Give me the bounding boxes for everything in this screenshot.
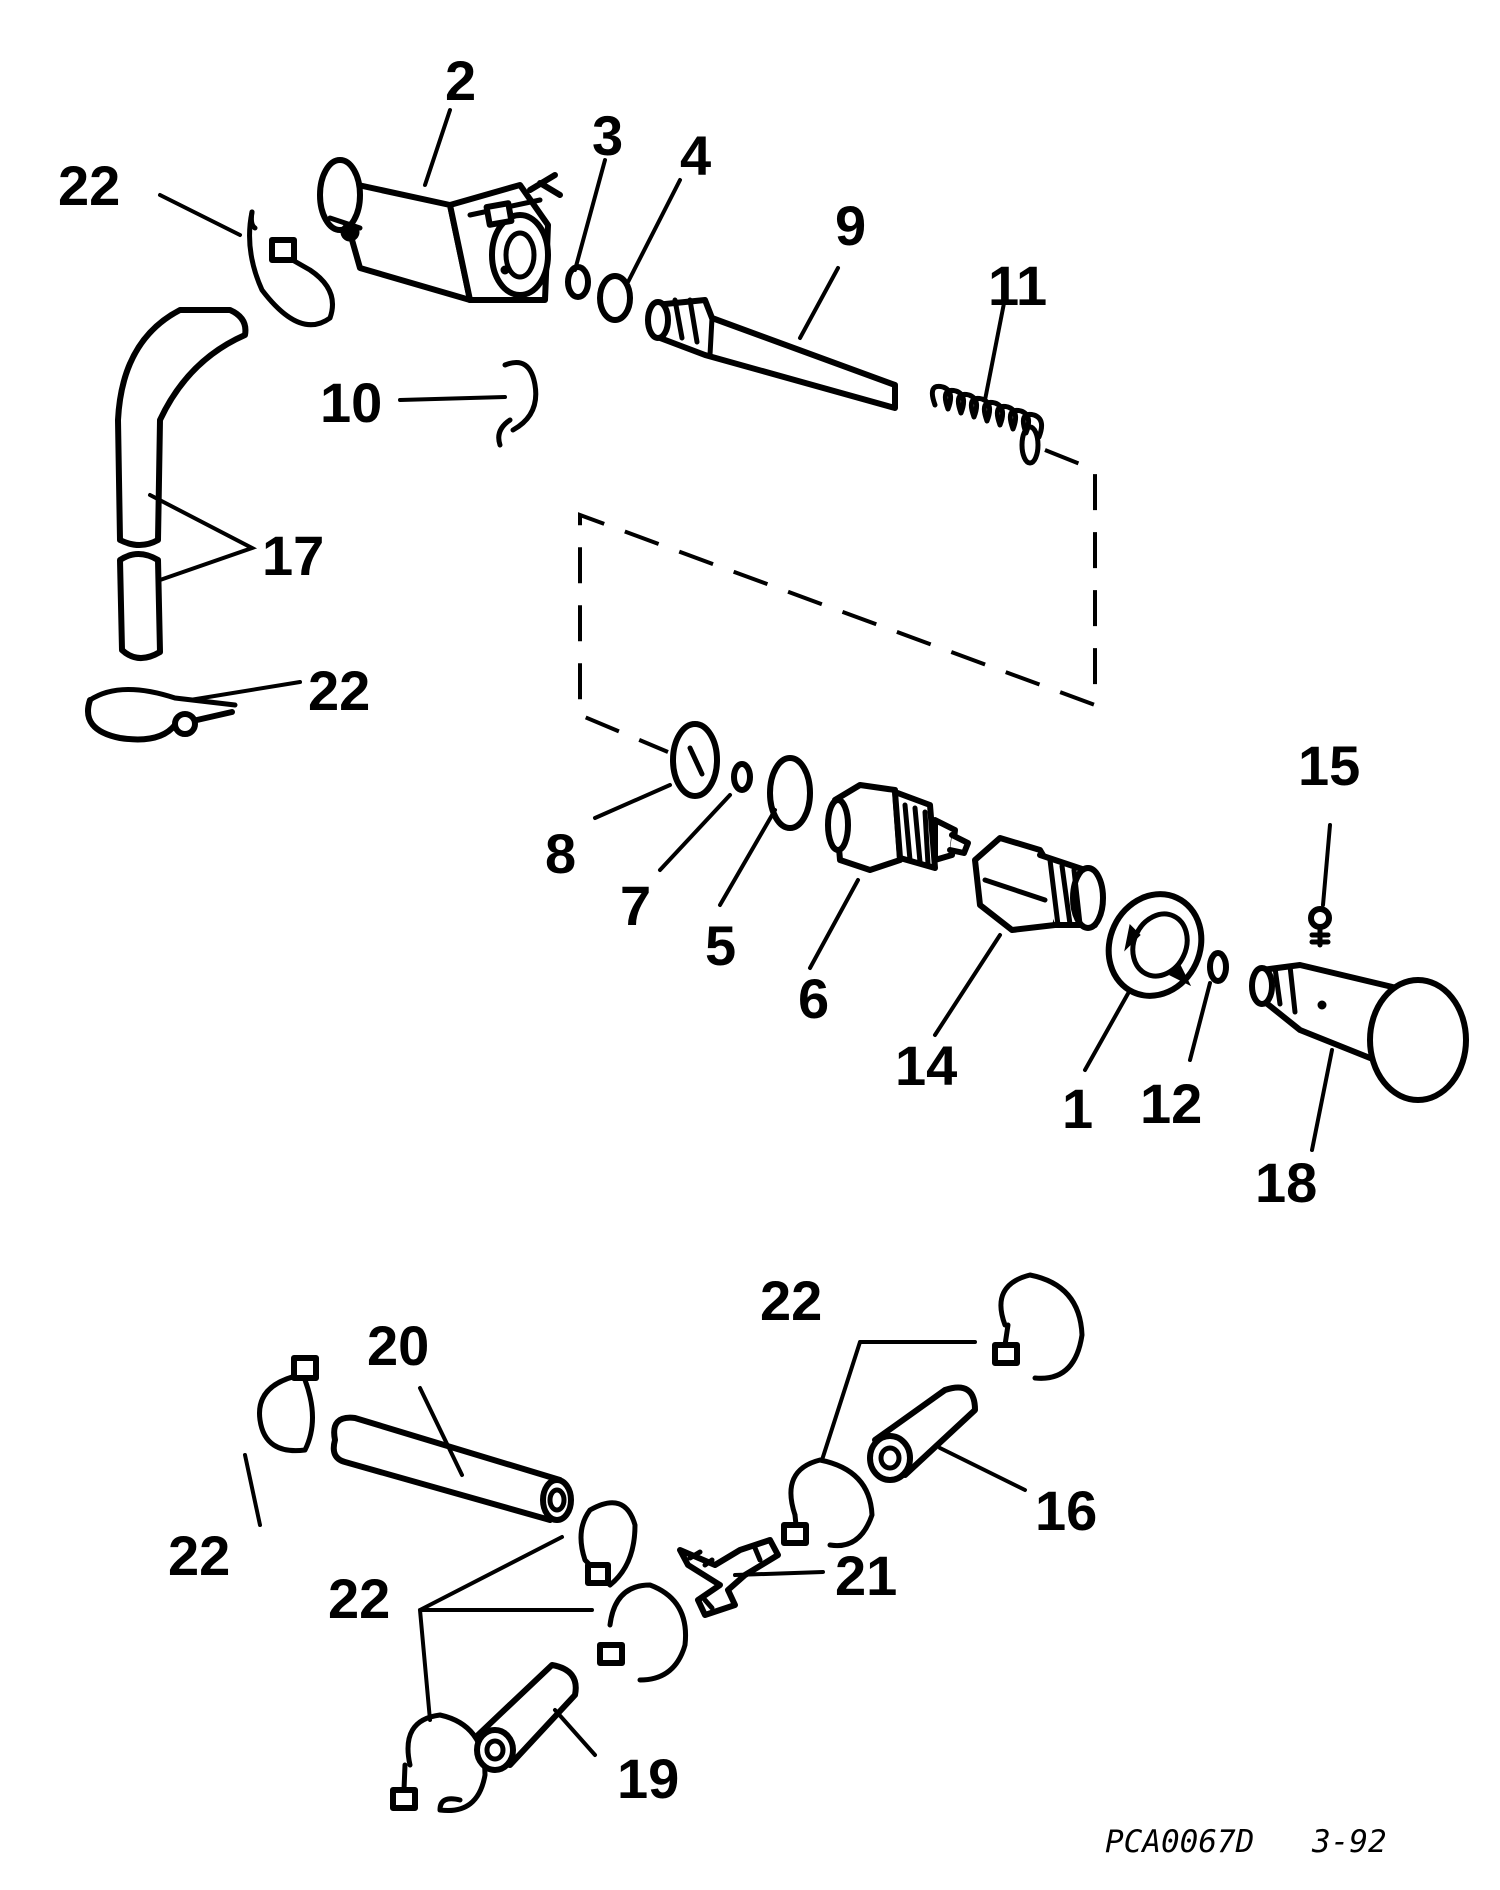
part-22-clamp-bottom xyxy=(390,1712,488,1814)
callout-6: 6 xyxy=(798,967,829,1030)
callout-14: 14 xyxy=(895,1034,957,1097)
part-1-bezel xyxy=(1105,891,1205,999)
callout-18: 18 xyxy=(1255,1151,1317,1214)
callout-12: 12 xyxy=(1140,1072,1202,1135)
part-17-hose xyxy=(115,307,249,661)
callout-11: 11 xyxy=(988,254,1047,317)
page-number: 3-92 xyxy=(1311,1824,1387,1860)
part-12-o-ring xyxy=(1207,950,1229,984)
part-3-o-ring xyxy=(565,264,591,300)
part-22-clamp-far-left xyxy=(257,1355,319,1454)
part-18-knob xyxy=(1249,962,1469,1103)
callout-3: 3 xyxy=(592,104,623,167)
part-10-clip xyxy=(496,360,539,448)
part-20-hose xyxy=(330,1414,574,1523)
part-22-clamp-center-top xyxy=(578,1500,638,1588)
part-22-clamp-center-bottom xyxy=(597,1582,689,1683)
callout-9: 9 xyxy=(835,194,866,257)
callout-21: 21 xyxy=(835,1544,897,1607)
callout-1: 1 xyxy=(1062,1077,1093,1140)
callout-2: 2 xyxy=(445,49,476,112)
callout-20: 20 xyxy=(367,1314,429,1377)
callout-5: 5 xyxy=(705,914,736,977)
callout-10: 10 xyxy=(320,371,382,434)
callout-17: 17 xyxy=(262,524,324,587)
callout-22d: 22 xyxy=(168,1524,230,1587)
part-11-spring xyxy=(929,383,1045,466)
part-9-shaft xyxy=(645,297,898,411)
part-2-housing xyxy=(317,157,563,303)
part-15-screw xyxy=(1308,906,1332,948)
part-22-clamp-left xyxy=(85,687,238,743)
part-19-hose xyxy=(474,1662,579,1773)
callout-22e: 22 xyxy=(328,1567,390,1630)
part-22-clamp-upper-right xyxy=(992,1272,1085,1381)
callout-22b: 22 xyxy=(308,659,370,722)
part-21-tee-fitting xyxy=(677,1537,781,1618)
callout-15: 15 xyxy=(1298,734,1360,797)
callout-numbers: 2 3 4 9 11 22 10 17 22 8 7 5 6 14 1 12 1… xyxy=(58,49,1360,1810)
part-22-clamp-middle xyxy=(781,1457,875,1549)
part-5-o-ring xyxy=(767,755,813,831)
alignment-dashed-line xyxy=(578,448,1097,754)
callout-16: 16 xyxy=(1035,1479,1097,1542)
part-16-hose xyxy=(867,1384,978,1483)
diagram-code: PCA0067D xyxy=(1105,1824,1254,1860)
callout-7: 7 xyxy=(620,874,651,937)
part-7-o-ring xyxy=(731,761,753,793)
callout-19: 19 xyxy=(617,1747,679,1810)
part-22-clamp-top xyxy=(247,209,335,328)
part-4-o-ring xyxy=(597,273,633,323)
callout-22c: 22 xyxy=(760,1269,822,1332)
part-14-nut xyxy=(972,835,1106,933)
callout-8: 8 xyxy=(545,822,576,885)
callout-4: 4 xyxy=(680,124,711,187)
leader-lines xyxy=(148,108,1334,1757)
callout-22a: 22 xyxy=(58,154,120,217)
part-6-fitting xyxy=(825,782,971,873)
